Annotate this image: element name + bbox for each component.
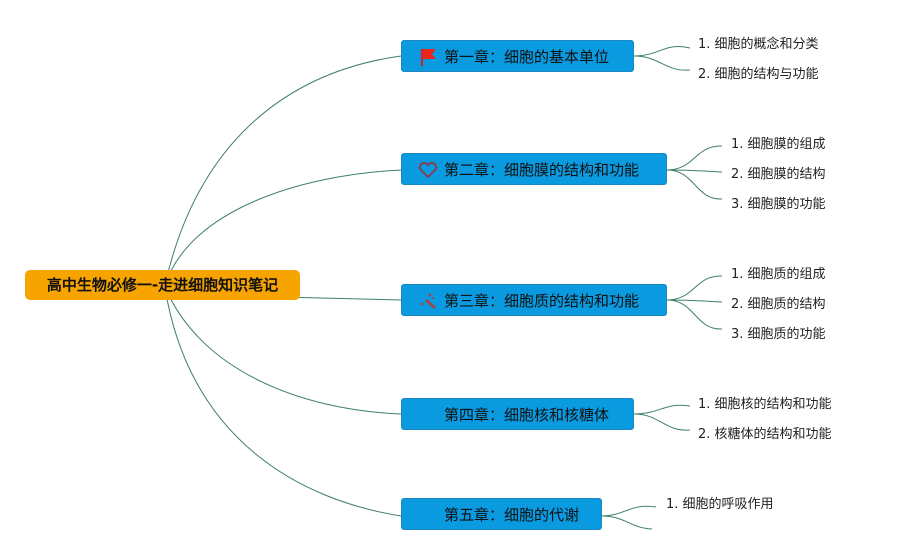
magic-wand-icon xyxy=(418,285,438,317)
heart-icon xyxy=(418,154,438,186)
chapter-3-topic[interactable]: 第三章：细胞质的结构和功能 xyxy=(401,284,667,316)
red-flag-icon xyxy=(418,41,438,73)
chapter-title: 第二章：细胞膜的结构和功能 xyxy=(444,161,640,179)
subtopic[interactable]: 2. 细胞质的结构 xyxy=(731,297,826,312)
subtopic[interactable]: 1. 细胞的概念和分类 xyxy=(698,37,819,52)
subtopic[interactable]: 2. 细胞膜的结构 xyxy=(731,167,826,182)
subtopic[interactable]: 3. 细胞膜的功能 xyxy=(731,197,826,212)
subtopic[interactable]: 1. 细胞质的组成 xyxy=(731,267,826,282)
subtopic[interactable]: 2. 核糖体的结构和功能 xyxy=(698,427,832,442)
chapter-2-topic[interactable]: 第二章：细胞膜的结构和功能 xyxy=(401,153,667,185)
chapter-title: 第一章：细胞的基本单位 xyxy=(444,48,610,66)
chapter-title: 第三章：细胞质的结构和功能 xyxy=(444,292,640,310)
subtopic[interactable]: 1. 细胞核的结构和功能 xyxy=(698,397,832,412)
chapter-4-topic[interactable]: 第四章：细胞核和核糖体 xyxy=(401,398,634,430)
subtopic[interactable]: 1. 细胞的呼吸作用 xyxy=(666,497,774,512)
chapter-title: 第四章：细胞核和核糖体 xyxy=(444,406,610,424)
chapter-title: 第五章：细胞的代谢 xyxy=(444,506,580,524)
chapter-1-topic[interactable]: 第一章：细胞的基本单位 xyxy=(401,40,634,72)
subtopic[interactable]: 3. 细胞质的功能 xyxy=(731,327,826,342)
subtopic[interactable]: 1. 细胞膜的组成 xyxy=(731,137,826,152)
subtopic[interactable]: 2. 细胞的结构与功能 xyxy=(698,67,819,82)
root-topic[interactable]: 高中生物必修一-走进细胞知识笔记 xyxy=(25,270,300,300)
chapter-5-topic[interactable]: 第五章：细胞的代谢 xyxy=(401,498,602,530)
